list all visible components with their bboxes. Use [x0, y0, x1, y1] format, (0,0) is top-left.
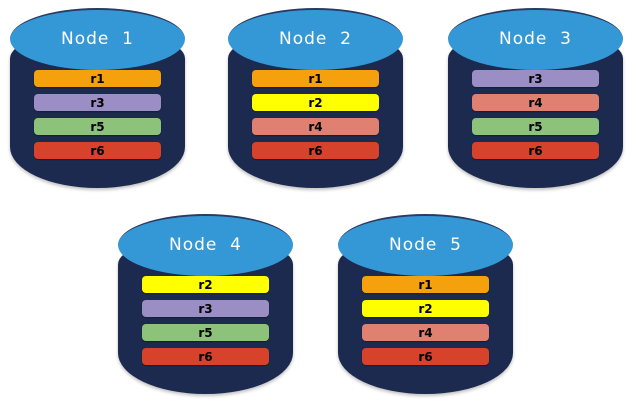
replica-bar[interactable]: r2 — [252, 94, 379, 111]
cylinder-top-ellipse-icon — [228, 8, 403, 70]
cylinder-top-ellipse-icon — [10, 8, 185, 70]
replica-bar[interactable]: r5 — [472, 118, 599, 135]
replica-bar[interactable]: r6 — [252, 142, 379, 159]
replica-bar[interactable]: r2 — [142, 276, 269, 293]
replica-bar-list: r3 r4 r5 r6 — [472, 70, 599, 159]
replica-bar[interactable]: r4 — [472, 94, 599, 111]
replica-bar[interactable]: r1 — [362, 276, 489, 293]
replica-bar-list: r1 r3 r5 r6 — [34, 70, 161, 159]
cylinder-top-ellipse-icon — [448, 8, 623, 70]
replica-bar[interactable]: r3 — [34, 94, 161, 111]
replica-bar-list: r2 r3 r5 r6 — [142, 276, 269, 365]
replica-bar[interactable]: r5 — [34, 118, 161, 135]
replica-bar[interactable]: r4 — [362, 324, 489, 341]
replica-bar[interactable]: r6 — [34, 142, 161, 159]
cylinder-top-ellipse-icon — [338, 214, 513, 276]
replica-bar[interactable]: r6 — [472, 142, 599, 159]
replica-bar-list: r1 r2 r4 r6 — [362, 276, 489, 365]
replica-bar[interactable]: r1 — [252, 70, 379, 87]
replica-bar[interactable]: r3 — [142, 300, 269, 317]
cylinder-top-ellipse-icon — [118, 214, 293, 276]
replica-bar[interactable]: r6 — [142, 348, 269, 365]
replica-bar[interactable]: r6 — [362, 348, 489, 365]
replica-bar[interactable]: r4 — [252, 118, 379, 135]
replica-bar[interactable]: r5 — [142, 324, 269, 341]
replica-bar[interactable]: r1 — [34, 70, 161, 87]
replica-bar-list: r1 r2 r4 r6 — [252, 70, 379, 159]
replica-bar[interactable]: r3 — [472, 70, 599, 87]
replica-bar[interactable]: r2 — [362, 300, 489, 317]
